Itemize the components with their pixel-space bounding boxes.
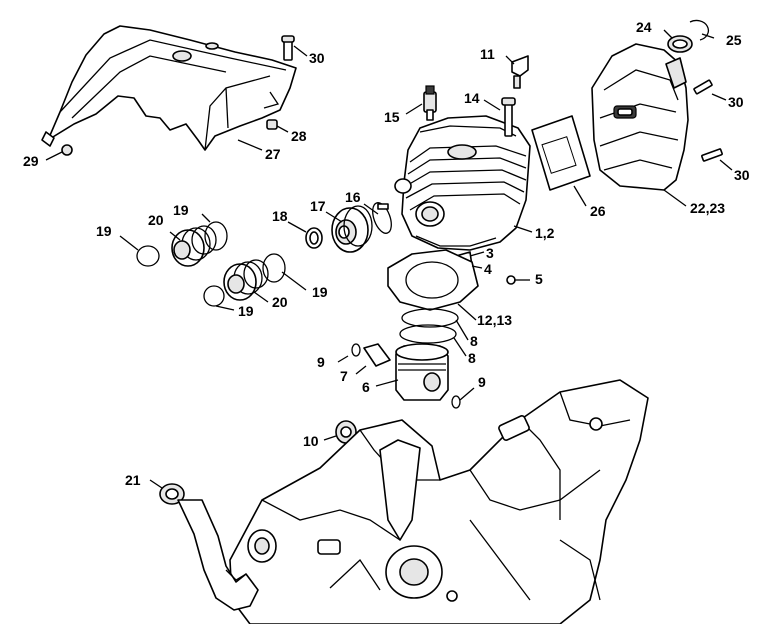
screw-part-30-low (701, 148, 723, 162)
callout-19-a: 19 (96, 223, 112, 239)
clamp-part-19-d (203, 285, 225, 307)
callout-10: 10 (303, 433, 319, 449)
callout-4: 4 (484, 261, 492, 277)
shroud-part-27 (41, 25, 297, 151)
valve-part-11 (511, 55, 529, 89)
callout-20-b: 20 (272, 294, 288, 310)
callout-9-a: 9 (317, 354, 325, 370)
callout-28: 28 (291, 128, 307, 144)
base-gasket-part-12-13 (387, 249, 479, 311)
callout-8-b: 8 (468, 350, 476, 366)
ring-part-18 (305, 227, 323, 249)
crankcase (229, 379, 649, 624)
callout-3: 3 (486, 245, 494, 261)
clip-part-25 (689, 19, 709, 41)
piston-ring-part-8-b (399, 324, 457, 344)
nut-part-28 (266, 119, 278, 130)
callout-27: 27 (265, 146, 281, 162)
clamp-part-19-a (136, 245, 160, 267)
spark-plug-part-15 (423, 85, 437, 121)
callout-29: 29 (23, 153, 39, 169)
callout-9-b: 9 (478, 374, 486, 390)
circlip-part-9-a (351, 343, 361, 357)
callout-30-low: 30 (734, 167, 750, 183)
callout-30-top: 30 (309, 50, 325, 66)
callout-16: 16 (345, 189, 361, 205)
callout-30-mid: 30 (728, 94, 744, 110)
piston-pin-part-7 (363, 343, 391, 367)
callout-26: 26 (590, 203, 606, 219)
leader-lines (45, 29, 733, 489)
callout-19-c: 19 (312, 284, 328, 300)
callout-22-23: 22,23 (690, 200, 725, 216)
callout-8-a: 8 (470, 333, 478, 349)
callout-5: 5 (535, 271, 543, 287)
ring-part-24 (667, 35, 693, 53)
callout-15: 15 (384, 109, 400, 125)
nut-part-29 (61, 144, 73, 156)
callout-7: 7 (340, 368, 348, 384)
callout-19-b: 19 (173, 202, 189, 218)
callout-24: 24 (636, 19, 652, 35)
muffler-part-22-23 (591, 43, 689, 191)
callout-14: 14 (464, 90, 480, 106)
screw-part-30-top (281, 35, 295, 61)
cylinder-part-1-2 (394, 115, 531, 251)
callout-18: 18 (272, 208, 288, 224)
clamp-part-16 (372, 202, 392, 234)
callout-12-13: 12,13 (477, 312, 512, 328)
hose-part-21 (159, 483, 259, 611)
gasket-part-26 (531, 115, 591, 191)
screw-part-30-mid (693, 79, 713, 95)
clamp-part-19-c (262, 253, 286, 283)
clamp-part-19-b (204, 221, 228, 251)
circlip-part-9-b (451, 395, 461, 409)
callout-6: 6 (362, 379, 370, 395)
piston-part-6 (395, 343, 449, 401)
boot-part-20-lower (223, 259, 269, 301)
callout-21: 21 (125, 472, 141, 488)
screw-part-5 (506, 275, 516, 285)
callout-17: 17 (310, 198, 326, 214)
boot-part-20-upper (171, 225, 217, 267)
callout-25: 25 (726, 32, 742, 48)
callout-numbers: 30 28 27 29 24 25 11 14 15 30 30 26 22,2… (23, 19, 750, 488)
piston-ring-part-8-a (401, 308, 459, 328)
callout-19-d: 19 (238, 303, 254, 319)
callout-1-2: 1,2 (535, 225, 555, 241)
callout-11: 11 (480, 46, 495, 62)
flange-part-17 (331, 205, 373, 253)
screw-part-14 (501, 97, 516, 137)
callout-20-a: 20 (148, 212, 164, 228)
